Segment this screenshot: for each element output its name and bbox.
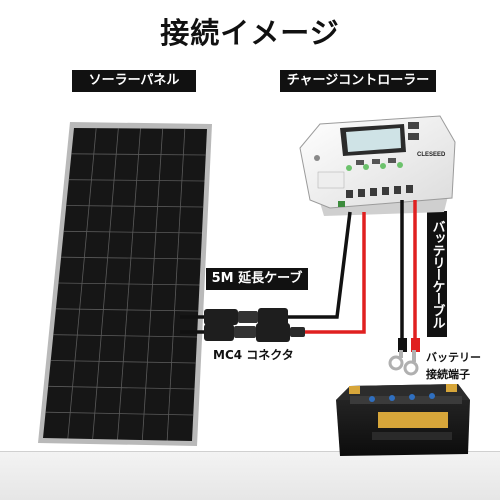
ring-terminal-neck-icon — [412, 350, 416, 362]
charge-controller-display — [346, 128, 401, 152]
battery-cap-icon — [369, 396, 375, 402]
panel-grid-line — [58, 282, 200, 286]
battery-terminal-positive-icon — [446, 384, 457, 392]
controller-terminal-block — [346, 185, 413, 198]
panel-grid-line — [53, 334, 198, 338]
battery-terminal-label-line2: 接続端子 — [426, 368, 470, 381]
ground-terminal-icon — [338, 201, 345, 207]
panel-grid-line — [63, 230, 203, 234]
mc4-connectors — [204, 308, 305, 342]
battery-brand-label — [378, 412, 448, 428]
mc4-connector-icon — [258, 308, 288, 326]
battery-cap-icon — [389, 395, 395, 401]
mounting-hole-icon — [314, 155, 320, 161]
mc4-connector-label: MC4 コネクタ — [213, 348, 294, 362]
solar-panel — [38, 122, 212, 446]
panel-grid-line — [61, 256, 201, 260]
panel-grid-line — [48, 385, 195, 390]
controller-brand-text: CLESEED — [417, 152, 446, 158]
controller-sticker — [317, 171, 345, 189]
panel-grid-line — [50, 360, 196, 364]
charge-controller: CLESEED — [299, 115, 456, 216]
mc4-connector-icon — [256, 323, 290, 342]
terminal-screw-icon — [394, 186, 401, 194]
terminal-screw-icon — [346, 190, 353, 198]
usb-port-icon — [408, 122, 419, 129]
extension-cable-label: 5M 延長ケーブル — [206, 268, 308, 308]
charge-controller-label: チャージコントローラー — [280, 70, 436, 92]
terminal-screw-icon — [406, 185, 413, 193]
mc4-connector-icon — [204, 324, 234, 341]
mc4-connector-icon — [204, 309, 238, 325]
floor-edge — [0, 451, 500, 452]
panel-grid-line — [71, 153, 206, 156]
battery-terminal-label: バッテリー 接続端子 — [426, 349, 481, 383]
cable-sleeve-icon — [411, 338, 420, 352]
mc4-connector-icon — [234, 326, 256, 338]
panel-grid-line — [66, 205, 204, 208]
battery-lower-label — [372, 432, 452, 440]
battery-cap-icon — [409, 394, 415, 400]
solar-panel-label: ソーラーパネル — [72, 70, 196, 92]
ring-terminal-icon — [403, 360, 419, 376]
controller-button-icon — [356, 160, 364, 165]
solar-panel-grid — [45, 128, 206, 441]
panel-grid-line — [55, 308, 199, 312]
panel-grid-line — [68, 179, 205, 182]
controller-button-icon — [372, 159, 380, 164]
floor-background — [0, 452, 500, 500]
battery-vent-strip — [350, 396, 462, 404]
terminal-screw-icon — [370, 188, 377, 196]
usb-port-icon — [408, 133, 419, 140]
mc4-connector-icon — [290, 327, 305, 337]
battery-terminal-negative-icon — [349, 386, 360, 394]
status-led-icon — [397, 162, 403, 168]
status-led-icon — [380, 163, 386, 169]
ring-terminal-neck-icon — [399, 350, 403, 358]
status-led-icon — [346, 165, 352, 171]
battery-cable-terminals — [388, 338, 420, 376]
solar-positive-cable — [305, 212, 366, 334]
panel-grid-line — [45, 411, 194, 416]
controller-button-icon — [388, 158, 396, 163]
battery-cap-icon — [429, 393, 435, 399]
terminal-screw-icon — [382, 187, 389, 195]
cable-sleeve-icon — [398, 338, 407, 352]
battery — [336, 384, 470, 456]
terminal-screw-icon — [358, 189, 365, 197]
ring-terminal-icon — [388, 355, 404, 371]
battery-cable-label: バッテリーケーブル — [427, 211, 447, 337]
status-led-icon — [363, 164, 369, 170]
battery-terminal-label-line1: バッテリー — [426, 351, 481, 364]
page-title: 接続イメージ — [160, 16, 340, 50]
mc4-connector-icon — [238, 311, 258, 323]
